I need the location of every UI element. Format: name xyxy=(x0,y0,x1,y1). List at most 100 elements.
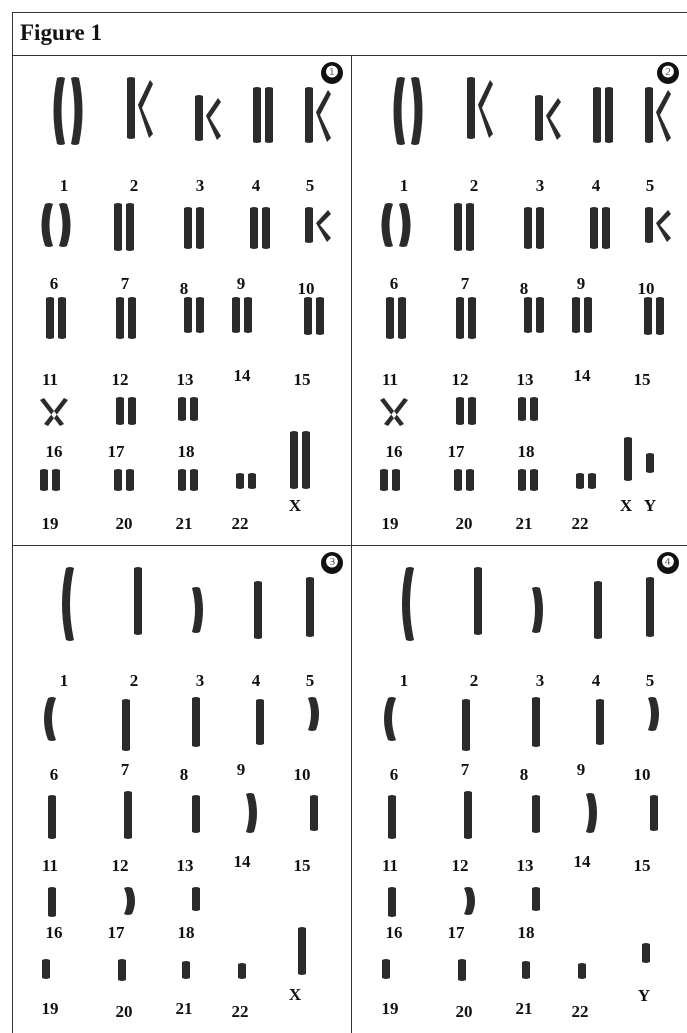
chromosome-label: 19 xyxy=(42,999,59,1019)
chromosome-label: 3 xyxy=(196,671,205,691)
chromosome-13 xyxy=(518,296,550,334)
chromosome-9 xyxy=(252,698,268,746)
chromosome-18 xyxy=(528,886,544,912)
chromosome-3 xyxy=(188,586,204,634)
chromosome-label: 13 xyxy=(517,856,534,876)
chromosome-13 xyxy=(178,296,210,334)
chromosome-label: 9 xyxy=(577,760,586,780)
chromosome-label: 17 xyxy=(108,923,125,943)
chromosome-label: 17 xyxy=(108,442,125,462)
chromosome-1 xyxy=(62,566,78,642)
chromosome-label: 16 xyxy=(46,923,63,943)
chromosome-18 xyxy=(172,396,204,422)
chromosome-label: X xyxy=(289,985,301,1005)
chromosome-label: 1 xyxy=(60,671,69,691)
chromosome-12 xyxy=(120,790,136,840)
chromosome-label: 10 xyxy=(638,279,655,299)
chromosome-7 xyxy=(118,698,134,752)
chromosome-6 xyxy=(44,696,60,742)
chromosome-label: 12 xyxy=(452,856,469,876)
chromosome-14 xyxy=(566,296,598,334)
chromosome-8 xyxy=(188,696,204,748)
chromosome-22 xyxy=(570,472,602,490)
chromosome-13 xyxy=(528,794,544,834)
chromosome-10 xyxy=(300,206,332,244)
chromosome-3 xyxy=(528,586,544,634)
chromosome-label: 7 xyxy=(461,274,470,294)
chromosome-19 xyxy=(378,958,394,980)
chromosome-14 xyxy=(582,792,598,834)
chromosome-label: 8 xyxy=(180,765,189,785)
chromosome-label: 21 xyxy=(176,999,193,1019)
chromosome-12 xyxy=(110,296,142,340)
chromosome-label: 14 xyxy=(234,852,251,872)
chromosome-14 xyxy=(242,792,258,834)
chromosome-label: 15 xyxy=(294,856,311,876)
chromosome-17 xyxy=(450,396,482,426)
chromosome-11 xyxy=(380,296,412,340)
chromosome-label: 6 xyxy=(50,765,59,785)
chromosome-label: 14 xyxy=(574,366,591,386)
chromosome-12 xyxy=(460,790,476,840)
chromosome-19 xyxy=(34,468,66,492)
chromosome-label: 21 xyxy=(516,514,533,534)
chromosome-16 xyxy=(38,396,70,426)
chromosome-8 xyxy=(518,206,550,250)
chromosome-label: 20 xyxy=(116,1002,133,1022)
chromosome-label: 4 xyxy=(592,671,601,691)
chromosome-7 xyxy=(108,202,140,252)
chromosome-x xyxy=(284,430,316,490)
chromosome-21 xyxy=(172,468,204,492)
chromosome-16 xyxy=(384,886,400,918)
chromosome-label: 8 xyxy=(520,279,529,299)
chromosome-5 xyxy=(640,86,672,144)
chromosome-label: 3 xyxy=(196,176,205,196)
chromosome-15 xyxy=(298,296,330,336)
chromosome-x xyxy=(620,436,636,482)
chromosome-label: Y xyxy=(644,496,656,516)
chromosome-16 xyxy=(44,886,60,918)
chromosome-1 xyxy=(392,76,424,146)
chromosome-20 xyxy=(454,958,470,982)
chromosome-17 xyxy=(460,886,476,916)
chromosome-y xyxy=(642,452,658,474)
chromosome-label: 7 xyxy=(121,274,130,294)
chromosome-y xyxy=(638,942,654,964)
chromosome-label: 12 xyxy=(112,856,129,876)
figure-title-bar: Figure 1 xyxy=(12,12,687,56)
chromosome-21 xyxy=(512,468,544,492)
chromosome-label: 22 xyxy=(572,1002,589,1022)
chromosome-5 xyxy=(302,576,318,638)
chromosome-5 xyxy=(642,576,658,638)
chromosome-19 xyxy=(38,958,54,980)
chromosome-label: 21 xyxy=(176,514,193,534)
chromosome-1 xyxy=(402,566,418,642)
chromosome-label: 1 xyxy=(400,176,409,196)
chromosome-3 xyxy=(190,94,222,142)
chromosome-22 xyxy=(230,472,262,490)
chromosome-label: 13 xyxy=(517,370,534,390)
chromosome-label: X xyxy=(620,496,632,516)
chromosome-label: 22 xyxy=(572,514,589,534)
chromosome-label: 19 xyxy=(42,514,59,534)
chromosome-label: 6 xyxy=(50,274,59,294)
chromosome-label: 22 xyxy=(232,514,249,534)
chromosome-label: 4 xyxy=(592,176,601,196)
chromosome-label: 1 xyxy=(400,671,409,691)
chromosome-label: 17 xyxy=(448,442,465,462)
chromosome-label: 10 xyxy=(298,279,315,299)
chromosome-label: 7 xyxy=(121,760,130,780)
chromosome-label: 17 xyxy=(448,923,465,943)
chromosome-12 xyxy=(450,296,482,340)
chromosome-18 xyxy=(512,396,544,422)
chromosome-label: 13 xyxy=(177,370,194,390)
chromosome-label: 19 xyxy=(382,999,399,1019)
chromosome-label: 6 xyxy=(390,765,399,785)
chromosome-label: 11 xyxy=(382,370,398,390)
chromosome-13 xyxy=(188,794,204,834)
chromosome-2 xyxy=(130,566,146,636)
chromosome-15 xyxy=(638,296,670,336)
chromosome-11 xyxy=(44,794,60,840)
chromosome-label: 12 xyxy=(112,370,129,390)
